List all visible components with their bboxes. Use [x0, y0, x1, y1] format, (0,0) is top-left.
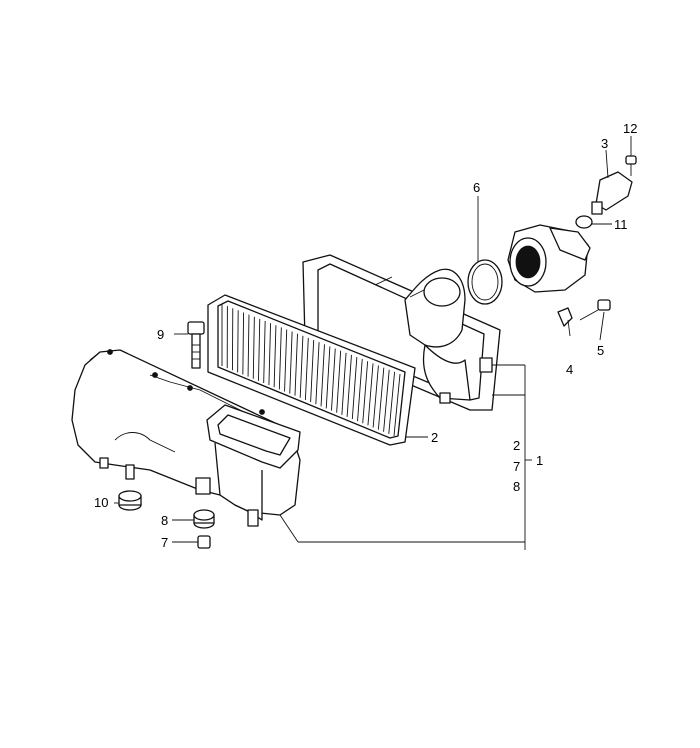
pleat-line — [273, 325, 277, 388]
callout-12: 12 — [623, 121, 637, 136]
filter-pleats — [221, 304, 401, 437]
pleat-line — [237, 310, 239, 373]
pleat-line — [367, 363, 374, 426]
clip-4 — [557, 307, 573, 327]
pleat-line — [325, 346, 331, 409]
screw-12 — [625, 155, 637, 176]
callout-11: 11 — [614, 217, 628, 232]
pleat-line — [320, 344, 325, 407]
pleat-line — [341, 352, 347, 415]
seal-ring-6 — [467, 259, 503, 305]
pleat-line — [247, 314, 250, 377]
callout-1: 1 — [536, 453, 543, 468]
filter-element — [207, 294, 416, 446]
callout-2-filter: 2 — [431, 430, 438, 445]
pleat-line — [289, 331, 293, 394]
callout-7-part: 7 — [161, 535, 168, 550]
callout-3: 3 — [601, 136, 608, 151]
pleat-line — [304, 337, 309, 400]
pleat-line — [346, 354, 352, 417]
pleat-line — [315, 342, 320, 405]
air-mass-meter-3-housing — [507, 224, 591, 293]
pleat-line — [310, 340, 315, 403]
pleat-line — [383, 369, 390, 432]
pleat-line — [331, 348, 336, 411]
callout-5: 5 — [597, 343, 604, 358]
callout-2-group: 2 — [513, 438, 520, 453]
filter-housing-lower — [71, 349, 301, 527]
callout-8-group: 8 — [513, 479, 520, 494]
o-ring-11 — [575, 215, 593, 229]
pleat-line — [388, 371, 396, 434]
callout-4: 4 — [566, 362, 573, 377]
pleat-line — [278, 327, 282, 390]
pleat-line — [336, 350, 342, 413]
pleat-line — [357, 359, 363, 422]
screw-5 — [579, 299, 611, 321]
filter-housing-upper — [302, 254, 501, 411]
pleat-line — [294, 333, 298, 396]
pleat-line — [284, 329, 288, 392]
pleat-line — [372, 365, 379, 428]
pleat-line — [377, 367, 385, 430]
pleat-line — [268, 323, 271, 386]
bolt-9 — [187, 321, 205, 369]
sleeve-7 — [197, 535, 211, 549]
sensor-3 — [591, 171, 633, 215]
pleat-line — [393, 373, 401, 437]
callout-9: 9 — [157, 327, 164, 342]
callout-10: 10 — [94, 495, 108, 510]
grommet-10 — [118, 490, 142, 511]
grommet-8 — [193, 509, 215, 529]
pleat-line — [263, 320, 266, 383]
pleat-line — [242, 312, 245, 375]
callout-7-group: 7 — [513, 459, 520, 474]
callout-6: 6 — [473, 180, 480, 195]
pleat-line — [351, 356, 358, 420]
pleat-line — [252, 316, 255, 379]
callout-8-part: 8 — [161, 513, 168, 528]
pleat-line — [299, 335, 304, 398]
callout-labels: 1 2 2 7 8 3 12 6 11 4 5 9 10 8 7 — [94, 121, 637, 550]
pleat-line — [258, 318, 261, 381]
leader-lines — [114, 136, 632, 550]
pleat-line — [362, 361, 369, 424]
